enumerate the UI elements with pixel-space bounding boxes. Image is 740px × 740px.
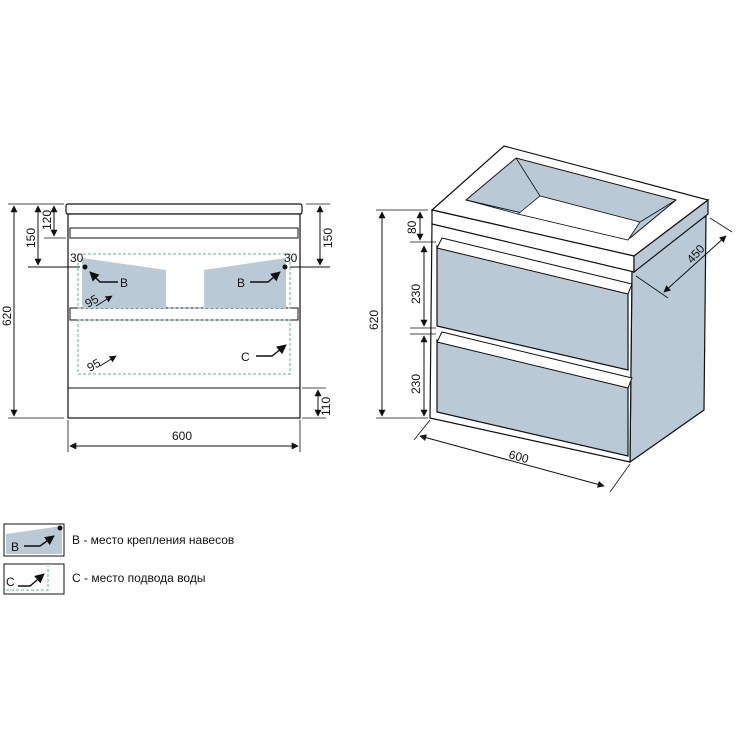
front-hanger-zone-left (82, 258, 166, 308)
front-b-arrow-right (250, 271, 281, 283)
front-95-upper-arrow (95, 295, 113, 307)
front-dim-600-label: 600 (172, 429, 192, 443)
front-b-label-right: B (237, 276, 245, 290)
front-lower-dashed-zone (77, 319, 291, 375)
front-upper-dashed-zone (77, 253, 291, 309)
front-hanger-point-left (82, 264, 88, 270)
iso-dim-600-line (419, 434, 605, 488)
front-dim-120-label: 120 (40, 210, 54, 230)
legend-b-text: В - место крепления навесов (72, 533, 234, 547)
iso-ext-width-1 (413, 419, 431, 441)
iso-dim-600-label: 600 (507, 447, 530, 466)
legend-b-shade (6, 526, 62, 554)
front-b-label-left: B (120, 276, 128, 290)
front-dim-150-left-label: 150 (24, 228, 38, 248)
legend-b-point (57, 525, 63, 531)
front-95-lower-arrow (99, 355, 117, 367)
iso-basin-edge-1 (515, 157, 541, 197)
front-c-arrow (256, 344, 287, 357)
iso-drawer-upper-handle (436, 237, 633, 295)
iso-ext-width-2 (609, 463, 631, 493)
front-30-right-label: 30 (284, 251, 298, 265)
front-countertop (65, 203, 303, 215)
iso-basin-edge-2 (465, 199, 519, 215)
legend-c-arrow (18, 573, 45, 587)
front-top-rail (69, 227, 299, 239)
iso-basin-edge-3 (639, 199, 677, 223)
iso-dim-230-lower-label: 230 (409, 374, 423, 394)
front-95-upper-label: 95 (83, 292, 102, 311)
front-b-arrow-left (89, 271, 118, 283)
front-dim-150-right-label: 150 (321, 228, 335, 248)
iso-dim-450-line (663, 235, 727, 293)
front-hanger-point-right (282, 264, 288, 270)
iso-view: 620 80 230 230 450 600 (367, 145, 733, 493)
front-30-left-label: 30 (70, 251, 84, 265)
legend-c-dash (6, 566, 49, 591)
front-dim-620-label: 620 (0, 306, 14, 326)
legend: B В - место крепления навесов C С - мест… (3, 523, 234, 595)
front-hanger-zone-right (204, 258, 286, 308)
iso-dim-230-upper-label: 230 (409, 284, 423, 304)
iso-dim-620-label: 620 (367, 310, 381, 330)
legend-c-box (3, 563, 65, 595)
front-c-label: C (241, 350, 250, 364)
iso-ext-depth-2 (709, 217, 733, 233)
front-dim-110-label: 110 (319, 397, 333, 416)
iso-ext-depth-1 (635, 275, 669, 299)
legend-b-marker: B (11, 540, 19, 554)
iso-drawer-lower-handle (436, 331, 633, 389)
legend-b-cut (6, 526, 62, 534)
iso-dim-80-label: 80 (405, 220, 419, 234)
legend-b-arrow (24, 535, 55, 547)
front-95-lower-label: 95 (85, 356, 104, 375)
front-middle-rail (69, 307, 299, 321)
legend-c-text: С - место подвода воды (72, 571, 205, 585)
legend-c-marker: C (6, 575, 15, 589)
front-view: B B C 95 95 30 30 620 150 120 150 (0, 203, 335, 452)
